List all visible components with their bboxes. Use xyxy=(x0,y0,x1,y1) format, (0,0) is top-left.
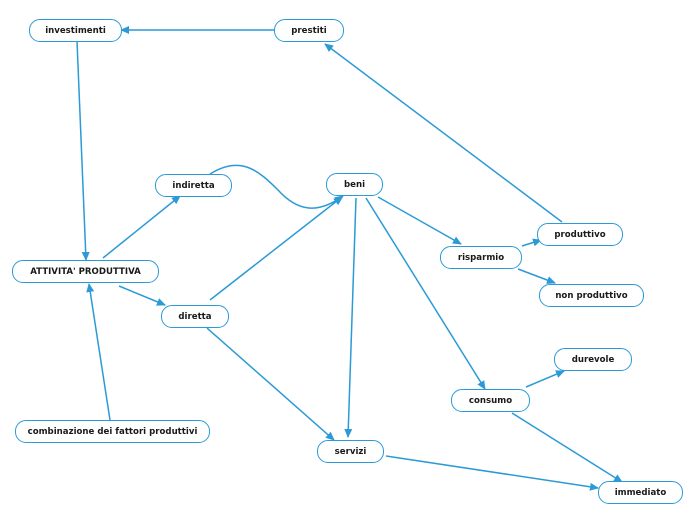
edge-beni-risparmio xyxy=(377,196,462,245)
edge-combinazione-attivita xyxy=(86,283,111,421)
node-non-produttivo[interactable]: non produttivo xyxy=(539,284,644,307)
edge-consumo-durevole xyxy=(525,370,565,388)
node-investimenti[interactable]: investimenti xyxy=(29,19,122,42)
node-consumo[interactable]: consumo xyxy=(451,389,530,412)
edge-investimenti-attivita xyxy=(76,40,90,261)
edge-beni-consumo xyxy=(365,197,486,390)
edge-attivita-diretta xyxy=(118,285,166,306)
node-risparmio[interactable]: risparmio xyxy=(440,246,522,269)
edge-beni-servizi xyxy=(344,197,357,438)
edge-consumo-immediato xyxy=(511,412,623,483)
node-produttivo[interactable]: produttivo xyxy=(537,223,623,246)
node-immediato[interactable]: immediato xyxy=(598,481,683,504)
node-indiretta[interactable]: indiretta xyxy=(155,174,232,197)
node-servizi[interactable]: servizi xyxy=(317,440,384,463)
edge-attivita-indiretta xyxy=(102,195,181,259)
node-combinazione[interactable]: combinazione dei fattori produttivi xyxy=(15,420,210,443)
edge-diretta-beni xyxy=(209,196,343,301)
edge-servizi-immediato xyxy=(385,455,599,491)
node-durevole[interactable]: durevole xyxy=(554,348,632,371)
node-diretta[interactable]: diretta xyxy=(161,305,229,328)
node-prestiti[interactable]: prestiti xyxy=(274,19,344,42)
node-beni[interactable]: beni xyxy=(326,173,383,196)
edge-diretta-servizi xyxy=(206,327,335,441)
edge-indiretta-beni xyxy=(209,164,344,209)
edge-produttivo-prestiti xyxy=(324,43,563,223)
node-attivita-produttiva[interactable]: ATTIVITA' PRODUTTIVA xyxy=(12,260,159,283)
edge-risparmio-nonproduttivo xyxy=(517,268,556,284)
